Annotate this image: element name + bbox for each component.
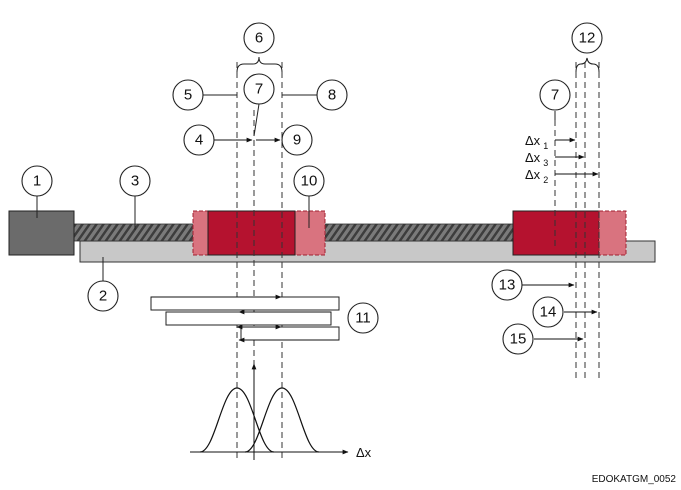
callout-7-left: 7 bbox=[243, 73, 275, 105]
brace-6 bbox=[236, 56, 283, 73]
callout-9: 9 bbox=[281, 124, 313, 156]
callout-14: 14 bbox=[532, 296, 564, 328]
callout-3: 3 bbox=[119, 165, 151, 197]
measure-bar-1 bbox=[150, 296, 340, 311]
slider-ghost-right-end bbox=[598, 210, 627, 256]
motor-block bbox=[8, 210, 75, 256]
callout-12-label: 12 bbox=[579, 30, 596, 47]
callout-10-label: 10 bbox=[301, 173, 318, 190]
figure-code: EDOKATGM_0052 bbox=[592, 474, 677, 485]
callout-13: 13 bbox=[491, 269, 523, 301]
callout-6-label: 6 bbox=[255, 30, 263, 47]
leader-7a bbox=[253, 103, 260, 137]
callout-1: 1 bbox=[21, 165, 53, 197]
callout-11-label: 11 bbox=[355, 310, 371, 327]
callout-7-right: 7 bbox=[539, 79, 571, 111]
callout-4: 4 bbox=[183, 124, 215, 156]
measure-bar-2 bbox=[165, 311, 332, 326]
callout-5-label: 5 bbox=[184, 87, 192, 104]
callout-9-label: 9 bbox=[293, 132, 301, 149]
callout-5: 5 bbox=[172, 79, 204, 111]
callout-2-label: 2 bbox=[99, 288, 107, 305]
callout-8: 8 bbox=[316, 79, 348, 111]
callout-14-label: 14 bbox=[540, 304, 557, 321]
callout-6: 6 bbox=[243, 22, 275, 54]
ball-screw-left bbox=[73, 223, 200, 242]
callout-3-label: 3 bbox=[131, 173, 139, 190]
callout-4-label: 4 bbox=[195, 132, 203, 149]
callout-7-left-label: 7 bbox=[255, 81, 263, 98]
callout-2: 2 bbox=[87, 280, 119, 312]
callout-15-label: 15 bbox=[510, 331, 527, 348]
callout-10: 10 bbox=[293, 165, 325, 197]
distribution-curve-right bbox=[244, 387, 320, 453]
brace-12 bbox=[575, 57, 600, 73]
slider-block-right bbox=[512, 210, 600, 256]
slider-block bbox=[207, 210, 296, 256]
callout-11: 11 bbox=[347, 302, 379, 334]
measure-bar-3 bbox=[240, 326, 340, 341]
callout-8-label: 8 bbox=[328, 87, 336, 104]
callout-7-right-label: 7 bbox=[551, 87, 559, 104]
callout-12: 12 bbox=[571, 22, 603, 54]
callout-1-label: 1 bbox=[33, 173, 41, 190]
axis-label-dx: Δx bbox=[356, 445, 372, 460]
ball-screw-middle bbox=[324, 223, 516, 242]
callout-13-label: 13 bbox=[499, 277, 516, 294]
distribution-curve-left bbox=[199, 387, 275, 453]
callout-15: 15 bbox=[502, 323, 534, 355]
